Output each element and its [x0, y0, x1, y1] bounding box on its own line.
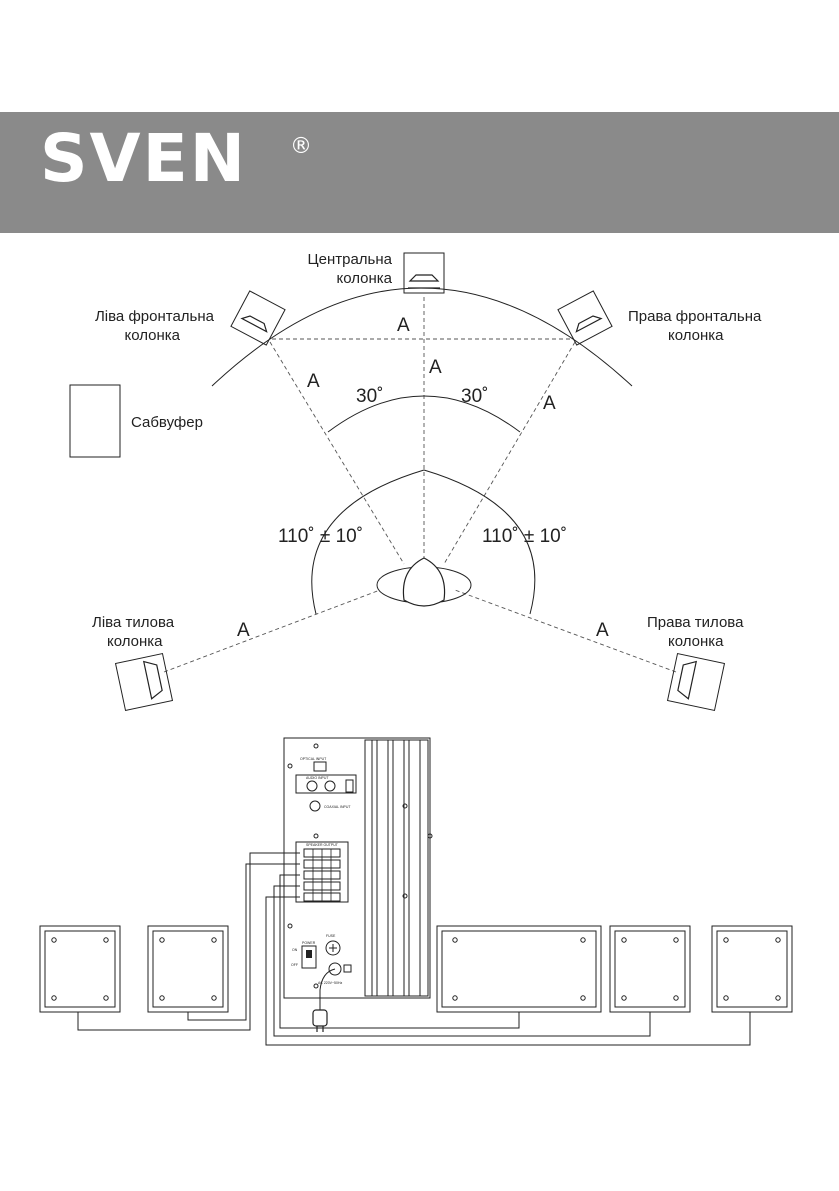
distance-label-center: A: [429, 357, 442, 378]
wire-rear-left: [77, 852, 300, 1031]
rear-right-distance-line: [454, 589, 677, 673]
rear-left-speaker-icon: [114, 652, 174, 712]
speaker-box-front-right: [609, 925, 691, 1013]
power-switch: [301, 945, 317, 969]
subwoofer-label: Сабвуфер: [131, 414, 203, 431]
rear-right-label-line2: колонка: [668, 633, 724, 650]
distance-label-top: A: [397, 315, 410, 336]
rear-left-label-line1: Ліва тилова: [92, 614, 175, 631]
front-left-label-line2: колонка: [124, 327, 180, 344]
center-speaker-icon: [403, 252, 445, 294]
speaker-circle-arc: [211, 287, 633, 387]
front-left-speaker-icon: [230, 290, 286, 346]
power-off-label: OFF: [291, 963, 298, 967]
front-left-label-line1: Ліва фронтальна: [95, 308, 215, 325]
center-label-line1: Центральна: [308, 251, 393, 268]
power-label: POWER: [302, 941, 316, 945]
header-band: [0, 112, 839, 233]
subwoofer-icon: [69, 384, 121, 458]
front-angle-left: 30˚: [356, 386, 383, 407]
rear-angle-right: 110˚ ± 10˚: [482, 526, 567, 547]
rear-angle-left: 110˚ ± 10˚: [278, 526, 363, 547]
rear-angle-arc: [311, 469, 536, 615]
speaker-box-rear-left: [39, 925, 121, 1013]
wire-front-left: [187, 863, 300, 1021]
power-on-label: ON: [292, 948, 298, 952]
wire-rear-right: [265, 896, 751, 1046]
audio-input-left-jack: [306, 780, 318, 792]
power-cord: [319, 968, 336, 1010]
sven-logo: SVEN: [40, 120, 247, 197]
rear-right-speaker-icon: [666, 652, 726, 712]
front-left-distance-line: [269, 341, 405, 565]
speaker-box-rear-right: [711, 925, 793, 1013]
front-right-label-line2: колонка: [668, 327, 724, 344]
coaxial-input-jack: [309, 800, 321, 812]
fuse-holder: [325, 940, 341, 956]
audio-input-right-jack: [324, 780, 336, 792]
rear-right-label-line1: Права тилова: [647, 614, 744, 631]
subwoofer-rear-panel: OPTICAL INPUT AUDIO INPUT COAXIAL INPUT …: [283, 737, 433, 999]
audio-input-label: AUDIO INPUT: [306, 776, 329, 780]
distance-label-rear-left: A: [237, 620, 250, 641]
distance-label-rear-right: A: [596, 620, 609, 641]
speaker-output-terminals: [295, 841, 349, 903]
ac-inlet: [328, 962, 342, 976]
optical-input-label: OPTICAL INPUT: [300, 757, 327, 761]
center-label-line2: колонка: [336, 270, 392, 287]
front-angle-arc: [327, 395, 521, 433]
power-plug-icon: [312, 1009, 328, 1032]
registered-mark: ®: [290, 134, 312, 159]
speaker-box-front-left: [147, 925, 229, 1013]
fuse-label: FUSE: [326, 934, 336, 938]
listener-icon: [376, 557, 472, 607]
front-right-speaker-icon: [557, 290, 613, 346]
speaker-box-center: [436, 925, 602, 1013]
front-right-distance-line: [443, 341, 576, 565]
front-angle-right: 30˚: [461, 386, 488, 407]
distance-label-front-left: A: [307, 371, 320, 392]
wire-front-right: [273, 885, 651, 1037]
coaxial-input-label: COAXIAL INPUT: [324, 805, 351, 809]
rear-left-distance-line: [163, 589, 381, 673]
front-right-label-line1: Права фронтальна: [628, 308, 762, 325]
wire-center: [279, 874, 520, 1029]
rear-left-label-line2: колонка: [107, 633, 163, 650]
speaker-output-label: SPEAKER OUTPUT: [306, 843, 339, 847]
optical-input-jack: [313, 761, 327, 772]
ac-label: AC 220V~50Hz: [318, 981, 342, 985]
distance-label-front-right: A: [543, 393, 556, 414]
